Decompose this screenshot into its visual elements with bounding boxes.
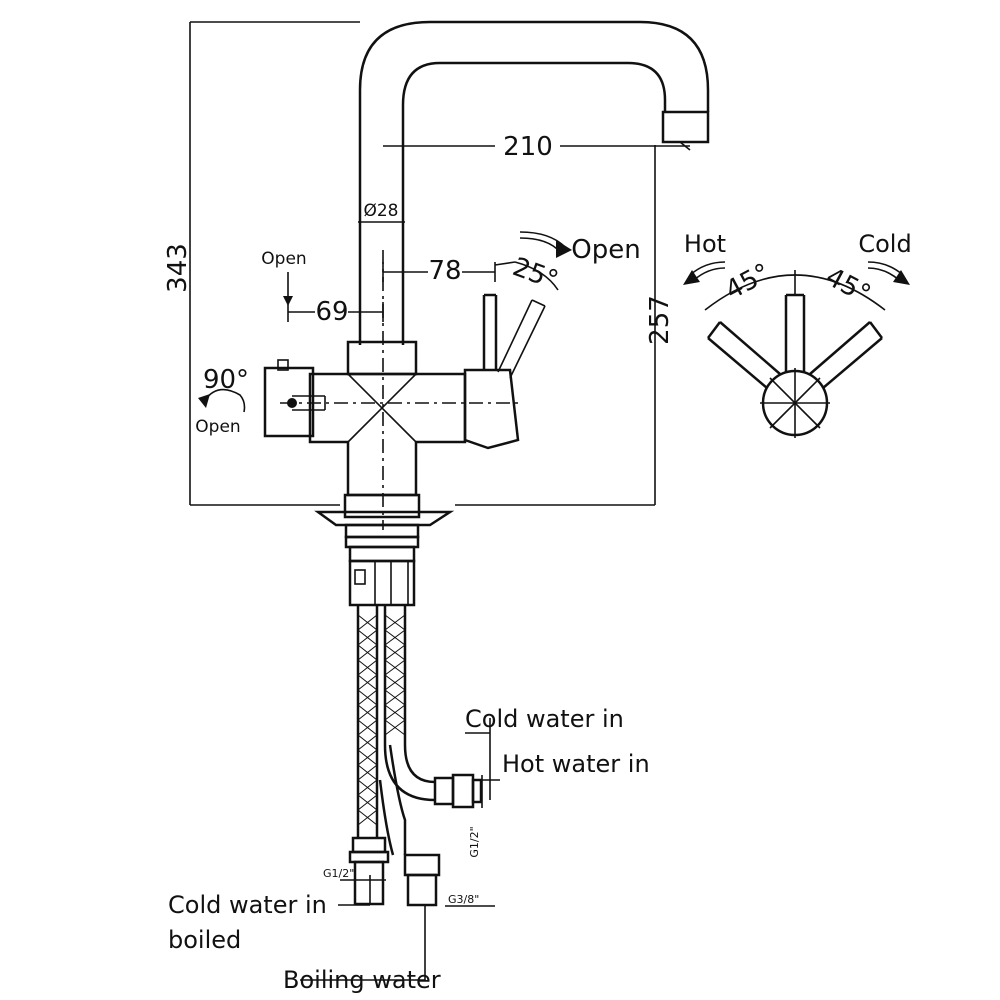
dim-height-total: 343 — [163, 243, 193, 293]
label-cold-water-in: Cold water in — [465, 705, 624, 733]
dim-lever-angle: 25° — [509, 252, 563, 296]
dim-side-angle-right: 45° — [821, 262, 876, 310]
spout — [358, 20, 710, 345]
dim-reach: 210 — [503, 132, 553, 162]
label-cold: Cold — [858, 230, 911, 258]
tap-body — [263, 250, 546, 607]
label-open-top: Open — [261, 249, 306, 269]
label-cold-water-in-boiled-1: Cold water in — [168, 891, 327, 919]
label-hot: Hot — [684, 230, 726, 258]
dimension-lines — [189, 21, 690, 506]
dim-handle-offset: 78 — [428, 256, 461, 286]
thread-side: G1/2" — [468, 826, 481, 857]
label-open-rotate: Open — [195, 417, 240, 437]
thread-left: G1/2" — [323, 867, 354, 880]
dim-side-angle-left: 45° — [721, 258, 776, 306]
label-cold-water-in-boiled-2: boiled — [168, 926, 241, 954]
hoses — [348, 605, 483, 907]
dim-rotation-angle: 90° — [203, 365, 249, 395]
label-open-lever: Open — [571, 235, 640, 265]
dim-boiling-offset: 69 — [315, 297, 348, 327]
handle-side-view — [704, 270, 886, 438]
dim-height-spout: 257 — [645, 295, 675, 345]
arrows — [198, 231, 910, 413]
leader-lines — [300, 718, 500, 981]
dim-diameter: Ø28 — [363, 201, 398, 221]
label-hot-water-in: Hot water in — [502, 750, 650, 778]
rotate-arrow-icon — [204, 388, 246, 413]
thread-right: G3/8" — [448, 893, 479, 906]
label-boiling-water: Boiling water — [283, 966, 441, 994]
